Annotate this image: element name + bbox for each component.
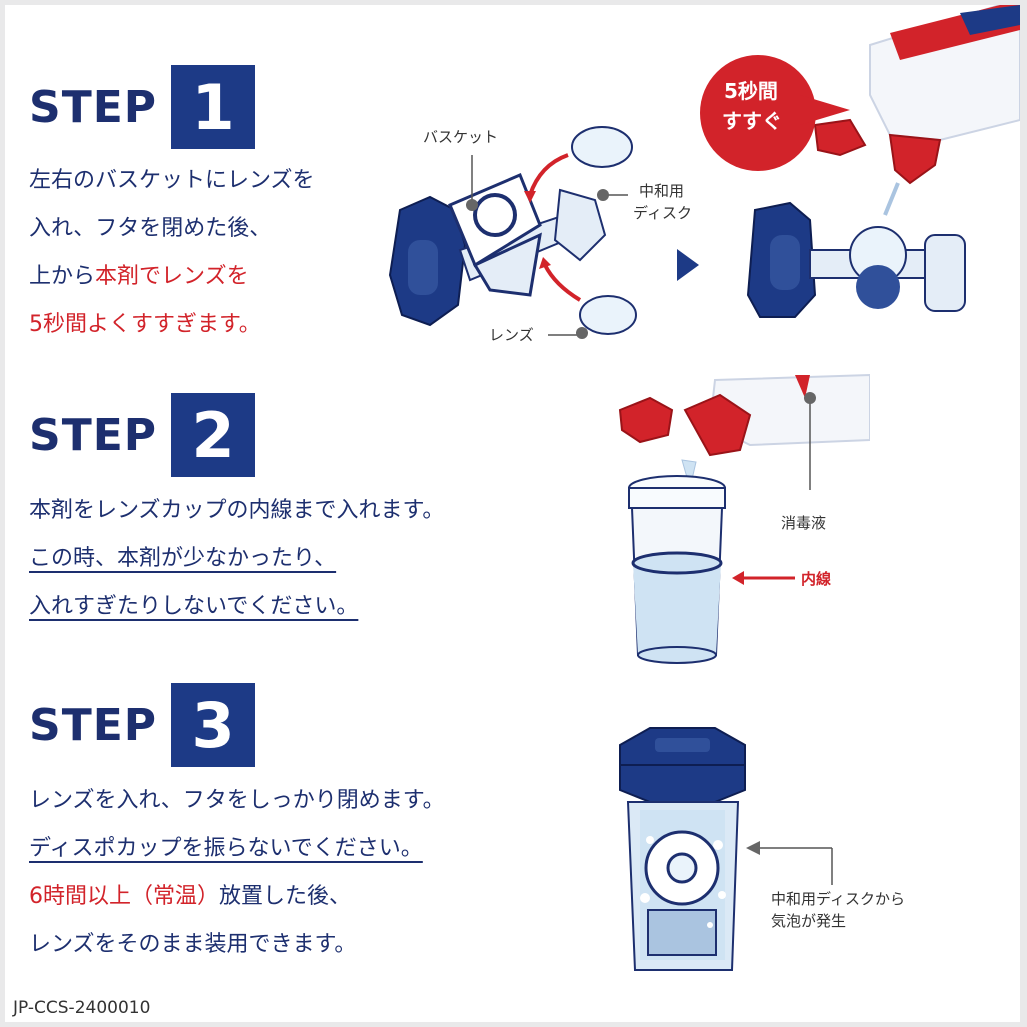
step-3-line-3-red: 6時間以上（常温） [29, 884, 219, 909]
step-2-line-2: この時、本剤が少なかったり、 [29, 546, 337, 571]
step-1-line-3: 上から本剤でレンズを [29, 253, 315, 301]
step-3-heading: STEP 3 [29, 683, 256, 767]
step-3-line-2: ディスポカップを振らないでください。 [29, 836, 423, 861]
step-1-number: 1 [171, 65, 256, 149]
step-1-line-3-pre: 上から [29, 264, 96, 289]
step-3-line-1: レンズを入れ、フタをしっかり閉めます。 [29, 788, 445, 813]
step-2-number: 2 [171, 393, 256, 477]
step-3-text: レンズを入れ、フタをしっかり閉めます。 ディスポカップを振らないでください。 6… [29, 777, 445, 969]
step-1-word: STEP [29, 81, 158, 133]
lens-cup-fill-illustration [618, 373, 870, 664]
label-solution: 消毒液 [781, 514, 827, 532]
next-arrow-icon [677, 249, 699, 281]
step-2-line-3: 入れすぎたりしないでください。 [29, 594, 359, 619]
label-inner-line: 内線 [801, 570, 832, 588]
label-bubbles-line1: 中和用ディスクから [771, 890, 905, 908]
step-1-heading: STEP 1 [29, 65, 256, 149]
label-rinse-line1: 5秒間 [724, 79, 778, 103]
footer-code: JP-CCS-2400010 [13, 998, 151, 1018]
page-frame: STEP 1 左右のバスケットにレンズを 入れ、フタを閉めた後、 上から本剤でレ… [5, 5, 1020, 1022]
step-2-text: 本剤をレンズカップの内線まで入れます。 この時、本剤が少なかったり、 入れすぎた… [29, 487, 444, 631]
step-3-word: STEP [29, 699, 158, 751]
label-lens: レンズ [489, 326, 534, 344]
step-1-line-2: 入れ、フタを閉めた後、 [29, 216, 272, 241]
label-rinse-line2: すすぐ [722, 109, 782, 133]
step-3-line-4: レンズをそのまま装用できます。 [29, 932, 357, 957]
label-disc-line2: ディスク [633, 204, 692, 222]
step-2-heading: STEP 2 [29, 393, 256, 477]
step-1-line-1: 左右のバスケットにレンズを [29, 168, 315, 193]
lens-case-open-illustration [388, 126, 637, 339]
step-3-line-3: 6時間以上（常温）放置した後、 [29, 873, 445, 921]
step-3-number: 3 [171, 683, 256, 767]
rinse-illustration [700, 5, 1020, 318]
label-bubbles-line2: 気泡が発生 [771, 912, 847, 930]
step-2-line-1: 本剤をレンズカップの内線まで入れます。 [29, 498, 445, 523]
label-disc-line1: 中和用 [639, 182, 685, 200]
label-basket: バスケット [423, 128, 499, 146]
step-1-line-4: 5秒間よくすすぎます。 [29, 312, 261, 337]
step-3-line-3-post: 放置した後、 [219, 884, 352, 909]
step-2-word: STEP [29, 409, 158, 461]
step-1-line-3-highlight: 本剤でレンズを [95, 264, 249, 289]
step-1-text: 左右のバスケットにレンズを 入れ、フタを閉めた後、 上から本剤でレンズを 5秒間… [29, 157, 315, 349]
closed-case-illustration [619, 727, 833, 971]
